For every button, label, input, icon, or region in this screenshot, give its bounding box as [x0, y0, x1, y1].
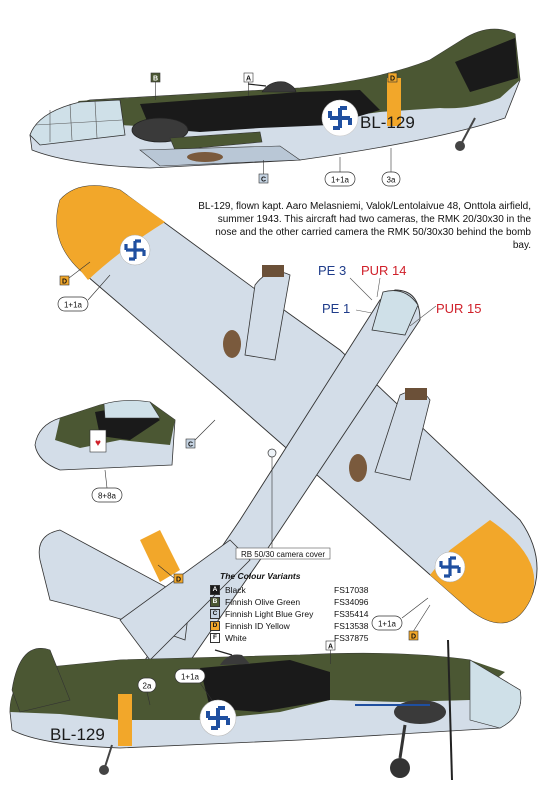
marker-b-top: B	[150, 72, 161, 100]
legend-swatch: D	[210, 621, 220, 631]
marker-d-top: D	[387, 72, 398, 83]
heart-icon: ♥	[95, 438, 101, 449]
top-profile-black-camo	[140, 90, 380, 132]
top-profile-roundel-swastika	[328, 106, 352, 130]
planform-wheel-right	[349, 454, 367, 482]
planform-roundel-left	[119, 234, 151, 266]
bottom-profile-wheel	[390, 758, 410, 778]
bottom-profile-engine	[394, 700, 446, 724]
legend-title: The Colour Variants	[220, 571, 301, 581]
callout-pe1: PE 1	[322, 301, 350, 316]
callout-pe3: PE 3	[318, 263, 346, 278]
top-profile-turret	[261, 81, 297, 93]
svg-text:1+1a: 1+1a	[64, 301, 83, 310]
top-profile-wheel-bay	[187, 152, 223, 162]
svg-text:1+1a: 1+1a	[331, 176, 350, 185]
callout-pur15: PUR 15	[436, 301, 482, 316]
camera-cover-mark	[267, 448, 277, 458]
svg-text:1+1a: 1+1a	[378, 620, 397, 629]
svg-text:3a: 3a	[387, 176, 396, 185]
marker-c-top: C	[258, 160, 269, 184]
planform-view	[38, 185, 538, 698]
svg-text:D: D	[411, 634, 416, 641]
top-profile-tail-black	[455, 38, 518, 92]
callout-leaders	[349, 277, 437, 327]
marker-d-right-wing: D	[408, 604, 431, 641]
planform-wheel-left	[223, 330, 241, 358]
top-profile-gun	[247, 83, 267, 87]
badge-1-1a-top: 1+1a	[324, 157, 356, 187]
bottom-side-profile: BL-129	[9, 639, 522, 781]
svg-text:1+1a: 1+1a	[181, 673, 200, 682]
marker-d-left-wing: D	[59, 261, 91, 286]
marker-a-bottom: A	[325, 640, 336, 664]
marker-d-tail: D	[157, 564, 184, 584]
camera-cover-label: RB 50/30 camera cover	[241, 550, 325, 559]
bottom-profile-code: BL-129	[50, 725, 105, 744]
planform-tailplane-right	[119, 539, 251, 661]
nose-inset-ace-card	[89, 429, 107, 453]
planform-cowl-right	[405, 388, 427, 400]
legend-swatch: C	[210, 609, 220, 619]
badge-1-1a-right-wing: 1+1a	[371, 597, 429, 631]
badge-3a-top: 3a	[381, 148, 401, 187]
badge-1-1a-left-wing: 1+1a	[57, 274, 111, 312]
planform-wingtip-left	[56, 185, 165, 280]
svg-text:A: A	[328, 644, 333, 651]
legend-swatch: F	[210, 633, 220, 643]
planform-nose	[371, 290, 419, 336]
planform-wingtip-right	[430, 520, 535, 623]
planform-roundel-right	[434, 551, 466, 583]
marker-c-planform: C	[185, 419, 216, 449]
camera-cover-box	[235, 547, 331, 560]
marker-a-top: A	[243, 72, 254, 96]
top-profile-engine	[131, 117, 189, 143]
legend-swatch: B	[210, 597, 220, 607]
svg-text:8+8a: 8+8a	[98, 492, 117, 501]
top-side-profile: BL-129	[29, 28, 521, 169]
nose-inset: ♥	[34, 400, 176, 471]
legend-swatch: A	[210, 585, 220, 595]
badge-1-1a-bottom: 1+1a	[174, 668, 213, 701]
svg-text:D: D	[176, 577, 181, 584]
bottom-profile-yellow-band	[118, 694, 132, 746]
svg-text:B: B	[153, 76, 158, 83]
planform-cowl-left	[262, 265, 284, 277]
callout-pur14: PUR 14	[361, 263, 407, 278]
svg-text:D: D	[390, 76, 395, 83]
top-profile-glazing-frames	[34, 100, 123, 142]
top-profile-yellow-band	[387, 78, 401, 126]
top-profile-code: BL-129	[360, 113, 415, 132]
badge-2a-bottom: 2a	[137, 677, 157, 706]
svg-text:C: C	[188, 442, 193, 449]
bottom-profile-propeller	[447, 639, 453, 781]
top-profile-nacelle	[169, 131, 263, 151]
planform-yellow-band	[140, 530, 180, 582]
svg-text:D: D	[62, 279, 67, 286]
svg-text:C: C	[261, 177, 266, 184]
svg-text:A: A	[246, 76, 251, 83]
svg-text:2a: 2a	[143, 682, 152, 691]
aircraft-description: BL-129, flown kapt. Aaro Melasniemi, Val…	[198, 201, 531, 251]
badge-8-8a: 8+8a	[91, 469, 123, 503]
